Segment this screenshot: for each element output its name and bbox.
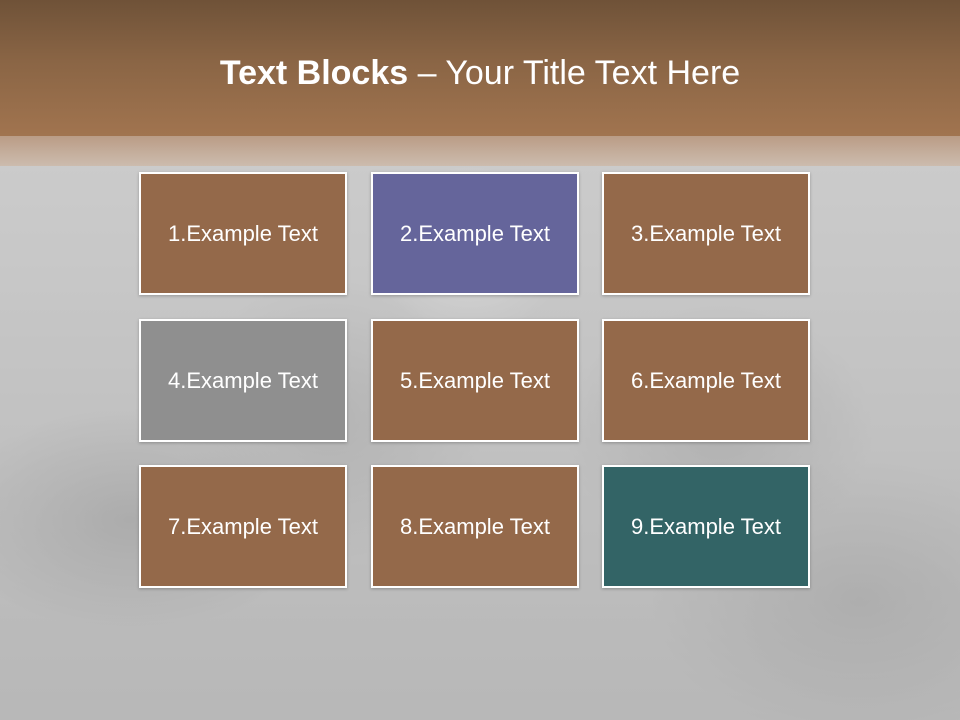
text-block-1[interactable]: 1.Example Text (139, 172, 347, 295)
text-block-7[interactable]: 7.Example Text (139, 465, 347, 588)
text-block-5[interactable]: 5.Example Text (371, 319, 579, 442)
text-block-5-label: 5.Example Text (399, 367, 550, 393)
slide-title: Text Blocks – Your Title Text Here (0, 54, 960, 93)
slide-title-bold: Text Blocks (219, 54, 409, 92)
text-block-1-label: 1.Example Text (167, 220, 318, 246)
text-block-3[interactable]: 3.Example Text (602, 172, 810, 295)
text-block-3-label: 3.Example Text (630, 220, 781, 246)
text-block-4[interactable]: 4.Example Text (139, 319, 347, 442)
text-block-2[interactable]: 2.Example Text (371, 172, 579, 295)
title-band-strip (0, 136, 960, 166)
text-block-9[interactable]: 9.Example Text (602, 465, 810, 588)
text-block-8-label: 8.Example Text (399, 513, 550, 539)
title-band (0, 0, 960, 136)
text-block-8[interactable]: 8.Example Text (371, 465, 579, 588)
text-block-6[interactable]: 6.Example Text (602, 319, 810, 442)
text-block-2-label: 2.Example Text (399, 220, 550, 246)
slide-title-rest: – Your Title Text Here (408, 54, 741, 92)
text-block-7-label: 7.Example Text (167, 513, 318, 539)
text-block-6-label: 6.Example Text (630, 367, 781, 393)
text-block-4-label: 4.Example Text (167, 367, 318, 393)
text-block-9-label: 9.Example Text (630, 513, 781, 539)
